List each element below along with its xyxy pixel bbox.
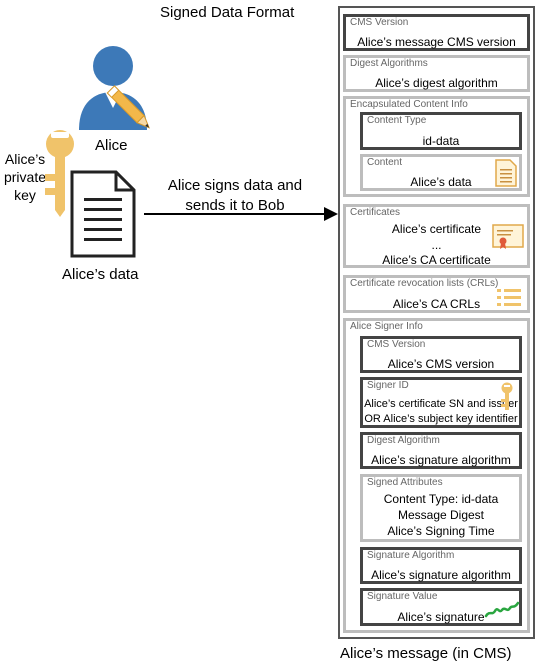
certificates-value-line: ...	[431, 238, 442, 252]
content-type-box: Content Type id-data	[360, 112, 522, 150]
private-key-label-line: key	[14, 187, 36, 203]
private-key-label-line: Alice’s	[4, 151, 46, 167]
cms-message-caption: Alice’s message (in CMS)	[340, 645, 512, 662]
pencil-icon	[106, 85, 151, 129]
digest-algorithms-label: Digest Algorithms	[350, 58, 428, 69]
cms-version-value: Alice’s message CMS version	[357, 35, 516, 49]
signed-attributes-value-line: Message Digest	[397, 508, 485, 522]
signature-algorithm-label: Signature Algorithm	[367, 550, 455, 561]
send-arrow	[144, 207, 338, 221]
page-title: Signed Data Format	[160, 4, 295, 21]
certificate-icon	[492, 224, 524, 249]
certificates-value-line: Alice’s certificate	[391, 222, 482, 236]
content-label: Content	[367, 157, 403, 168]
digest-algorithms-value: Alice’s digest algorithm	[375, 76, 498, 90]
crls-label: Certificate revocation lists (CRLs)	[350, 278, 499, 289]
content-box: Content Alice’s data	[360, 154, 522, 191]
signer-id-value-line: Alice’s certificate SN and issuer	[364, 398, 518, 410]
signature-value-box: Signature Value Alice’s signature	[360, 588, 522, 626]
signer-id-value-line: OR Alice’s subject key identifier	[364, 413, 518, 425]
arrow-label: Alice signs data and sends it to Bob	[160, 176, 310, 216]
alice-label: Alice	[95, 137, 128, 154]
certificates-label: Certificates	[350, 207, 401, 218]
certificates-value-line: Alice’s CA certificate	[382, 253, 491, 267]
private-key-label: Alice’s private key	[2, 150, 48, 204]
private-key-label-line: private	[3, 169, 47, 185]
signature-icon	[484, 601, 520, 618]
signature-algorithm-box: Signature Algorithm Alice’s signature al…	[360, 547, 522, 584]
signer-id-box: Signer ID Alice’s certificate SN and iss…	[360, 377, 522, 428]
encapsulated-content-label: Encapsulated Content Info	[350, 99, 468, 110]
list-icon	[497, 289, 521, 306]
content-type-label: Content Type	[367, 115, 427, 126]
digest-algorithm-label: Digest Algorithm	[367, 435, 440, 446]
alice-data-label: Alice’s data	[62, 266, 139, 283]
signer-cms-version-value: Alice’s CMS version	[387, 357, 495, 371]
arrow-label-line: sends it to Bob	[185, 197, 285, 214]
signed-attributes-box: Signed Attributes Content Type: id-data …	[360, 474, 522, 542]
content-document-icon	[495, 159, 517, 187]
signer-info-label: Alice Signer Info	[350, 321, 423, 332]
signature-algorithm-value: Alice’s signature algorithm	[371, 568, 511, 582]
signer-cms-version-label: CMS Version	[367, 339, 426, 350]
signer-id-label: Signer ID	[367, 380, 409, 391]
digest-algorithm-box: Digest Algorithm Alice’s signature algor…	[360, 432, 522, 469]
signed-attributes-value-line: Content Type: id-data	[383, 492, 499, 506]
content-type-value: id-data	[422, 134, 460, 148]
cms-message	[338, 6, 535, 639]
cms-version-label: CMS Version	[350, 17, 409, 28]
signature-value-label: Signature Value	[367, 591, 438, 602]
signed-attributes-label: Signed Attributes	[367, 477, 443, 488]
certificates-box: Certificates Alice’s certificate ... Ali…	[343, 204, 530, 268]
small-key-icon	[501, 382, 513, 410]
cms-version-box: CMS Version Alice’s message CMS version	[343, 14, 530, 51]
digest-algorithm-value: Alice’s signature algorithm	[371, 453, 511, 467]
crls-value: Alice’s CA CRLs	[392, 297, 481, 311]
signed-attributes-value-line: Alice’s Signing Time	[387, 524, 495, 538]
digest-algorithms-box: Digest Algorithms Alice’s digest algorit…	[343, 55, 530, 92]
document-icon	[70, 170, 136, 258]
crls-box: Certificate revocation lists (CRLs) Alic…	[343, 275, 530, 313]
signer-cms-version-box: CMS Version Alice’s CMS version	[360, 336, 522, 373]
key-icon	[45, 130, 74, 217]
arrow-label-line: Alice signs data and	[167, 177, 303, 194]
content-value: Alice’s data	[410, 175, 472, 189]
signature-value-value: Alice’s signature	[397, 610, 485, 624]
